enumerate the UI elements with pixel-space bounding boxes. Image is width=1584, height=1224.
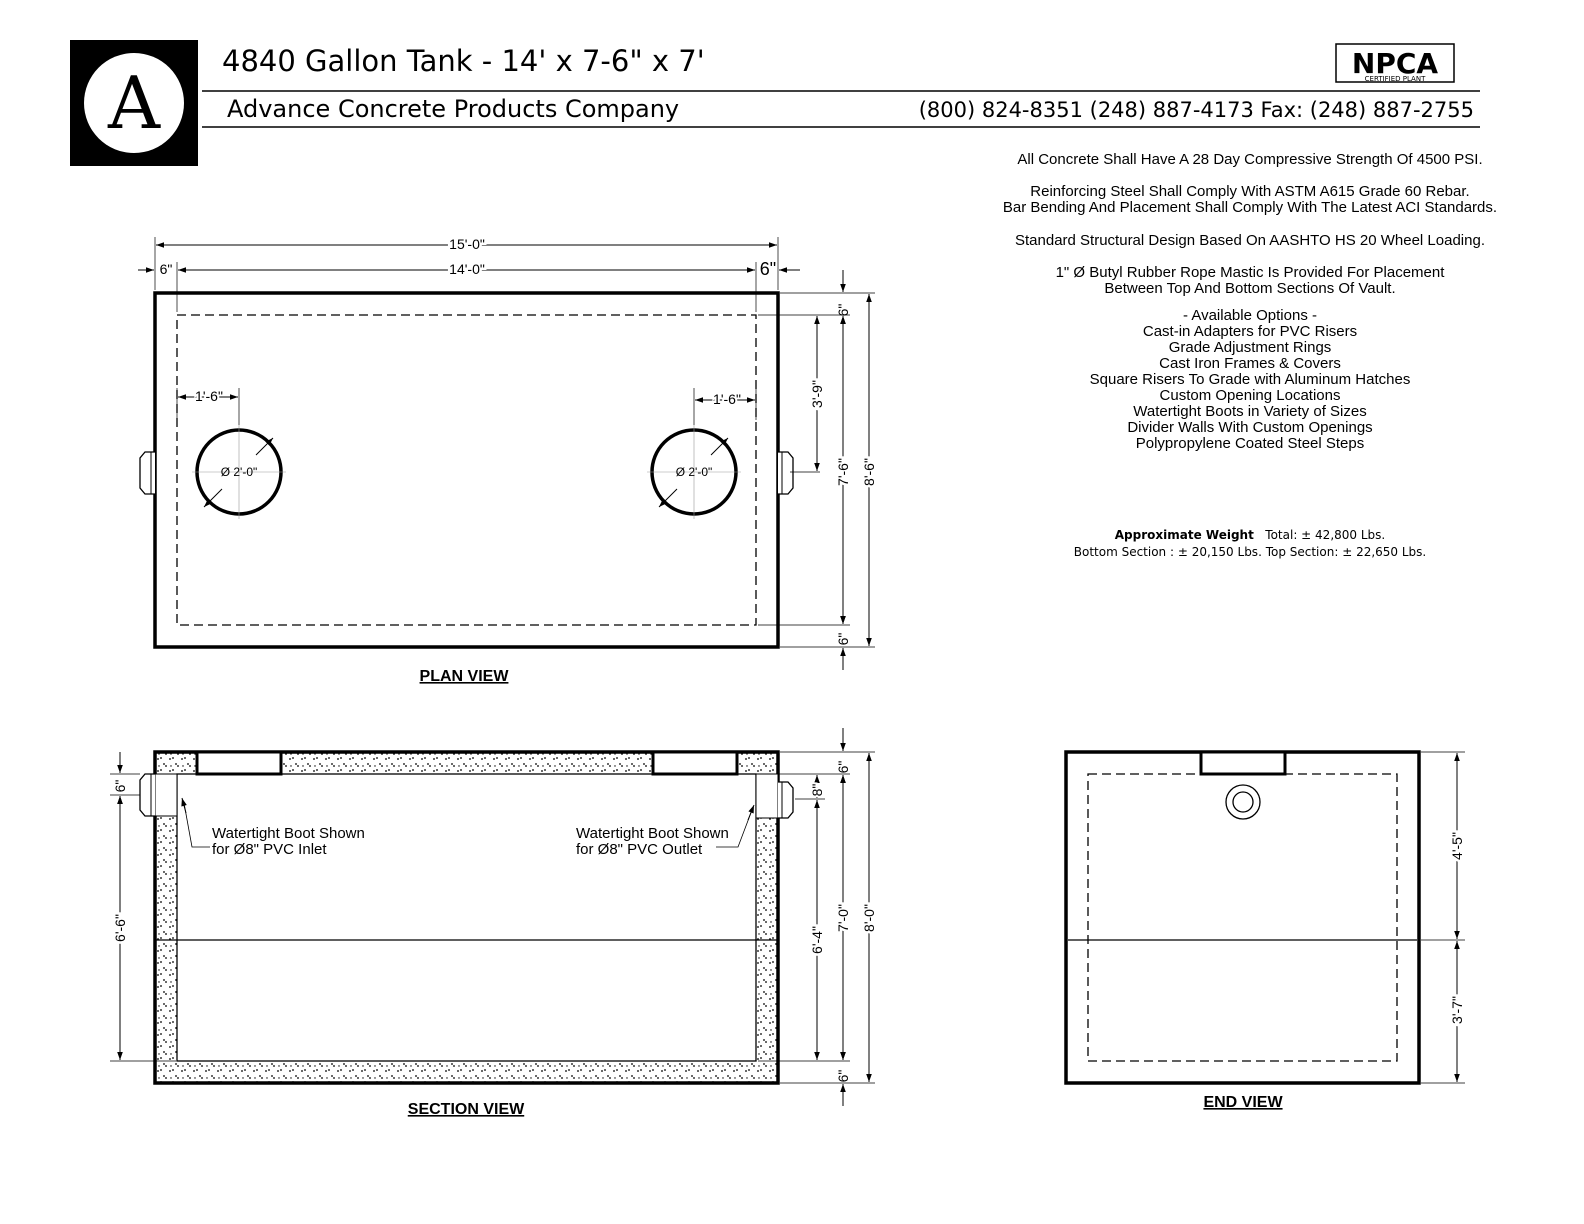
- outlet-note-line1: Watertight Boot Shown: [576, 825, 729, 842]
- dim-inner-height: 7'-0": [835, 904, 851, 932]
- dim-inlet-top: 6": [112, 780, 128, 793]
- note-mastic-cont: Between Top And Bottom Sections Of Vault…: [1104, 280, 1396, 297]
- option-item: Cast-in Adapters for PVC Risers: [1142, 323, 1358, 340]
- header: A 4840 Gallon Tank - 14' x 7-6" x 7' Adv…: [70, 40, 1480, 166]
- options-list: - Available Options - Cast-in Adapters f…: [970, 308, 1530, 452]
- weight-total: Total: ± 42,800 Lbs.: [1265, 528, 1386, 542]
- section-riser-left: [195, 750, 283, 776]
- note-mastic: 1" Ø Butyl Rubber Rope Mastic Is Provide…: [1055, 264, 1445, 281]
- option-item: Divider Walls With Custom Openings: [1127, 419, 1373, 436]
- option-item: Grade Adjustment Rings: [1168, 339, 1332, 356]
- plan-opening-right-label: Ø 2'-0": [676, 465, 713, 479]
- dim-overall-length: 15'-0": [449, 236, 485, 252]
- dim-opening-right: 1'-6": [713, 391, 741, 407]
- plan-inner-wall: [176, 314, 757, 626]
- logo-circle: [84, 53, 184, 153]
- phone-numbers: (800) 824-8351 (248) 887-4173 Fax: (248)…: [919, 98, 1474, 122]
- option-item: Polypropylene Coated Steel Steps: [1135, 435, 1365, 452]
- dim-opening-left: 1'-6": [195, 388, 223, 404]
- plan-view-title: PLAN VIEW: [420, 668, 510, 685]
- weight-label: Approximate Weight: [1114, 528, 1254, 542]
- plan-outlet-pipe: [778, 451, 794, 495]
- dim-end-bottom: 3'-7": [1449, 996, 1465, 1024]
- dim-top-slab: 6": [835, 761, 851, 774]
- note-loading: Standard Structural Design Based On AASH…: [1015, 232, 1485, 249]
- end-pipe-inner: [1232, 791, 1254, 813]
- dim-outer-height: 8'-0": [861, 904, 877, 932]
- plan-inlet-pipe: [139, 451, 155, 495]
- npca-subtext: CERTIFIED PLANT: [1365, 75, 1426, 83]
- dim-left-wall: 6": [160, 261, 173, 277]
- plan-view: Ø 2'-0" Ø 2'-0" 1'-6" 1'-6" 15'-0" 14'-0…: [138, 234, 880, 685]
- dim-outlet-top: 8": [809, 784, 825, 797]
- dim-end-top: 4'-5": [1449, 832, 1465, 860]
- options-heading: - Available Options -: [1183, 307, 1317, 324]
- note-concrete: All Concrete Shall Have A 28 Day Compres…: [1017, 151, 1483, 168]
- npca-text: NPCA: [1352, 47, 1439, 80]
- option-item: Watertight Boots in Variety of Sizes: [1133, 403, 1367, 420]
- inlet-note-line1: Watertight Boot Shown: [212, 825, 365, 842]
- note-bending: Bar Bending And Placement Shall Comply W…: [1002, 199, 1498, 216]
- logo-letter: A: [107, 61, 161, 145]
- section-view-title: SECTION VIEW: [408, 1101, 525, 1118]
- weight-total-line: Approximate Weight Total: ± 42,800 Lbs.: [970, 528, 1530, 542]
- option-item: Cast Iron Frames & Covers: [1159, 355, 1341, 372]
- note-rebar: Reinforcing Steel Shall Comply With ASTM…: [1030, 183, 1470, 200]
- option-item: Custom Opening Locations: [1159, 387, 1341, 404]
- dim-bottom-wall: 6": [835, 633, 851, 646]
- end-view-title: END VIEW: [1203, 1094, 1283, 1111]
- outlet-note-line2: for Ø8" PVC Outlet: [576, 841, 703, 858]
- section-view: Watertight Boot Shown for Ø8" PVC Inlet …: [110, 728, 880, 1118]
- dim-right-wall: 6": [760, 259, 776, 279]
- end-riser: [1199, 750, 1287, 776]
- end-view: 4'-5" 3'-7" END VIEW: [1064, 750, 1468, 1111]
- page-title: 4840 Gallon Tank - 14' x 7-6" x 7': [222, 44, 705, 78]
- dim-inlet-height: 6'-6": [112, 914, 128, 942]
- option-item: Square Risers To Grade with Aluminum Hat…: [1089, 371, 1411, 388]
- dim-outer-width: 8'-6": [861, 458, 877, 486]
- npca-logo: NPCA CERTIFIED PLANT: [1335, 43, 1455, 83]
- inlet-note-line2: for Ø8" PVC Inlet: [212, 841, 327, 858]
- company-name: Advance Concrete Products Company: [227, 95, 679, 123]
- dim-inner-length: 14'-0": [449, 261, 485, 277]
- section-inlet-boot: [154, 773, 178, 817]
- section-inner-cavity: [176, 773, 757, 1062]
- dim-center: 3'-9": [809, 380, 825, 408]
- dim-bottom-slab: 6": [835, 1070, 851, 1083]
- section-outlet-boot: [755, 773, 779, 819]
- dim-inner-width: 7'-6": [835, 458, 851, 486]
- plan-opening-left-label: Ø 2'-0": [221, 465, 258, 479]
- dim-top-wall: 6": [835, 304, 851, 317]
- weight-sections: Bottom Section : ± 20,150 Lbs. Top Secti…: [1073, 545, 1427, 559]
- dim-outlet-height: 6'-4": [809, 926, 825, 954]
- section-riser-right: [651, 750, 739, 776]
